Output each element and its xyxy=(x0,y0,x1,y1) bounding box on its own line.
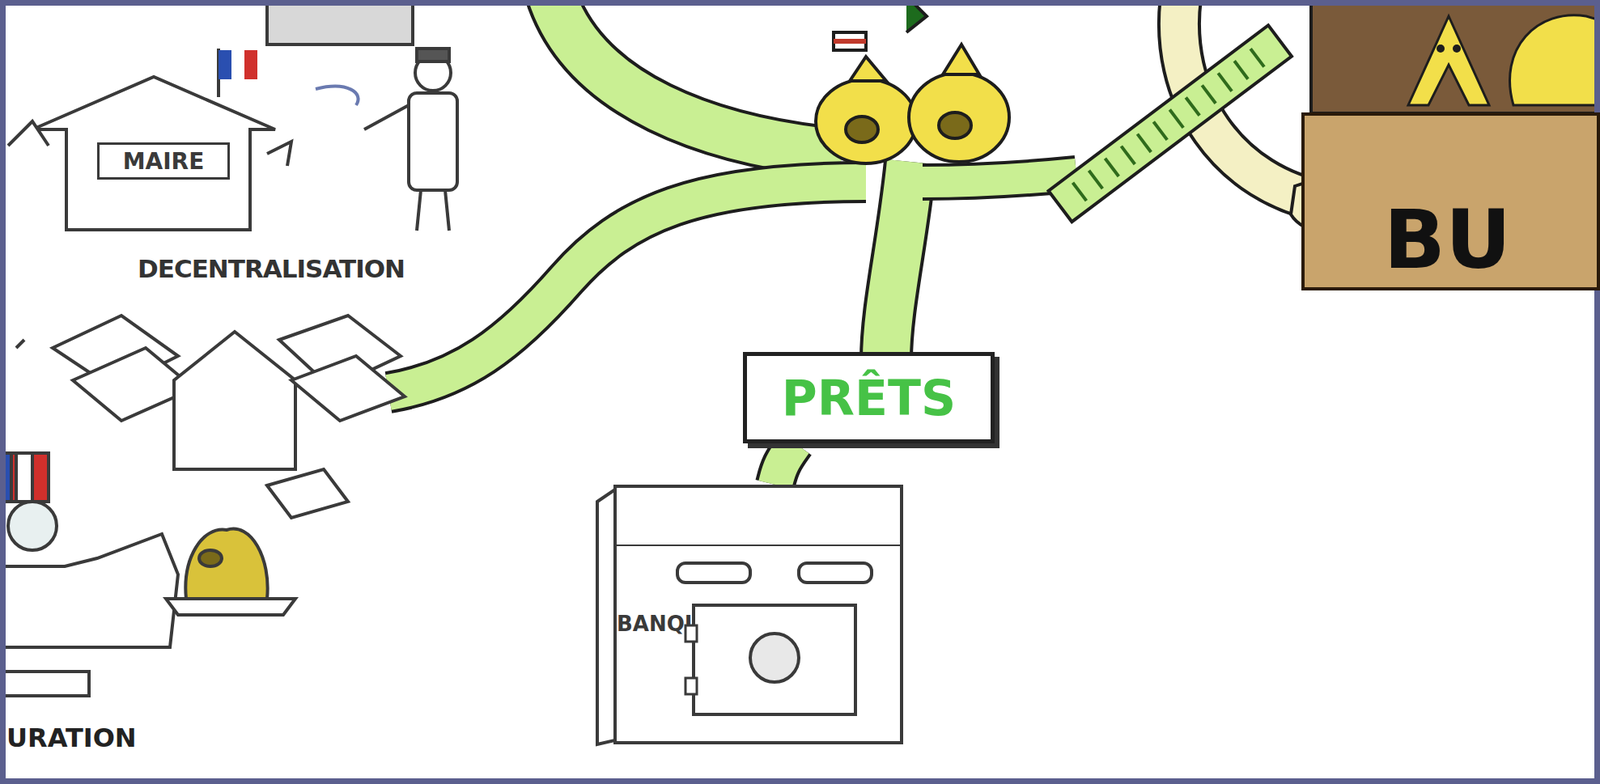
branch xyxy=(886,161,911,361)
branch-outline xyxy=(886,161,911,361)
safe-dial xyxy=(750,633,799,683)
bag-mark xyxy=(938,112,972,139)
branch xyxy=(550,0,842,154)
safe-details xyxy=(597,489,616,745)
safe-door xyxy=(616,544,900,739)
money-bags xyxy=(815,0,1010,164)
branch-fill xyxy=(775,443,796,485)
branch-connector xyxy=(775,443,796,485)
branches xyxy=(388,0,1328,393)
safe-handle xyxy=(798,563,872,583)
safe-hinge xyxy=(685,625,697,642)
branch xyxy=(922,174,1077,183)
bag-mark xyxy=(845,116,879,143)
node-text: BU xyxy=(1383,192,1511,288)
safe-line xyxy=(616,544,900,547)
node-text: PRÊTS xyxy=(781,369,956,427)
top-box xyxy=(267,0,413,45)
bar xyxy=(1048,25,1292,222)
bag-neck xyxy=(849,56,887,81)
hat xyxy=(833,32,866,51)
ladder-bar xyxy=(1048,25,1292,222)
bar-ticks xyxy=(1073,48,1265,201)
safe-panel xyxy=(693,605,856,715)
papers-house xyxy=(16,315,405,518)
node-text: MAIRE xyxy=(123,148,205,175)
branch-label: DECENTRALISATION xyxy=(137,254,405,284)
box-top xyxy=(1311,0,1600,114)
money-bag xyxy=(908,72,1010,162)
gold-scale xyxy=(165,529,296,616)
branch-outline xyxy=(550,0,842,154)
bank-safe: BANQUE xyxy=(613,484,904,745)
judge-figure xyxy=(0,453,179,697)
sketch xyxy=(8,121,49,146)
hat-band xyxy=(833,38,866,44)
money-bag xyxy=(815,79,917,164)
safe-handle xyxy=(677,563,751,583)
branch-outline xyxy=(775,443,796,485)
branch-outline xyxy=(922,174,1077,183)
town-hall-sign: MAIRE xyxy=(97,142,230,180)
safe-hinge xyxy=(685,678,697,695)
town-hall xyxy=(8,48,292,230)
hand-sketch xyxy=(267,141,292,166)
house-outline xyxy=(32,76,276,230)
man-figure xyxy=(315,48,458,231)
loan-box: PRÊTS xyxy=(742,352,995,444)
bag-neck xyxy=(942,44,980,75)
branch-label: URATION xyxy=(6,722,137,754)
budget-box: BU xyxy=(1301,112,1600,291)
